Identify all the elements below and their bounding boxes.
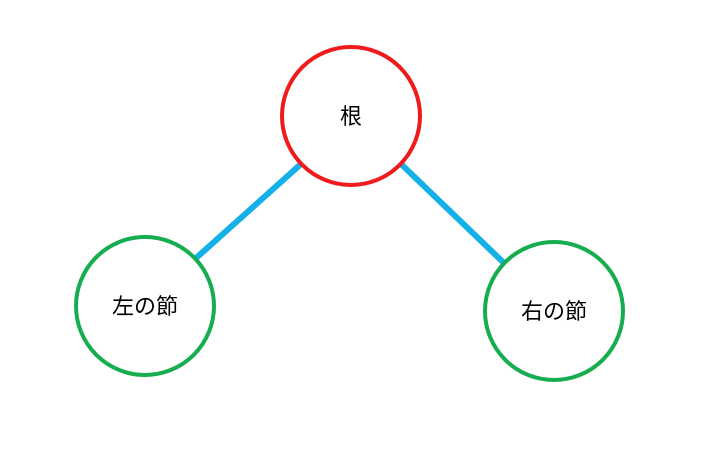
left-node-circle (74, 235, 216, 377)
right-node: 右の節 (483, 240, 625, 382)
right-node-circle (483, 240, 625, 382)
left-node-label: 左の節 (112, 295, 178, 320)
root-node: 根 (280, 45, 422, 187)
edge-root-left (192, 161, 304, 262)
right-node-label: 右の節 (521, 300, 587, 325)
root-node-circle (280, 45, 422, 187)
left-node: 左の節 (74, 235, 216, 377)
root-node-label: 根 (340, 105, 362, 130)
edge-root-right (397, 160, 508, 267)
